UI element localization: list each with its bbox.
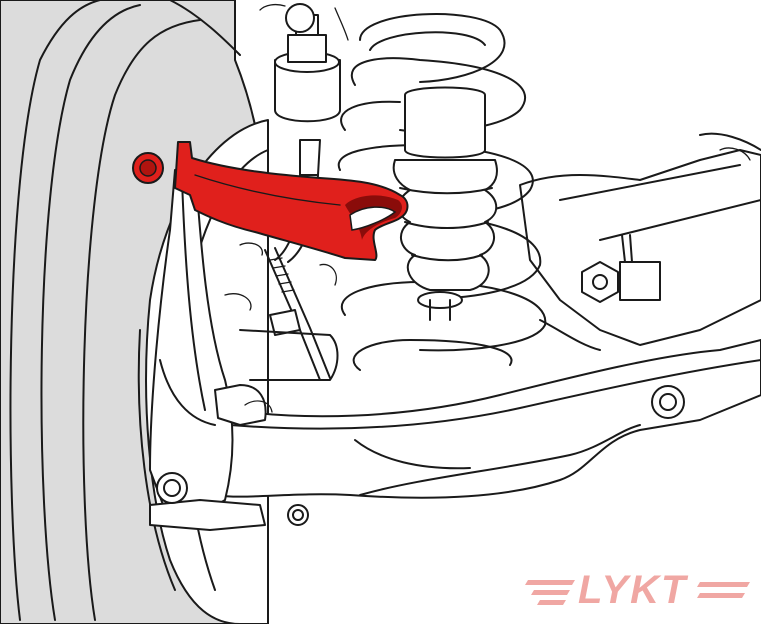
lower-control-arm [214, 339, 761, 499]
lower-arm-edge [354, 439, 471, 470]
tire-tread-line [9, 0, 101, 621]
upper-control-arm [174, 141, 409, 261]
detail-line [239, 242, 263, 256]
detail-line [244, 400, 273, 413]
bolt-washer [619, 261, 661, 301]
detail-line [239, 329, 339, 381]
bolt-knuckle-lower [156, 472, 188, 504]
knuckle-edge [181, 179, 206, 411]
bolt-subframe [581, 234, 661, 303]
logo-text: LYKT [578, 568, 689, 612]
top-mount-line [334, 7, 349, 41]
top-mount-body [274, 59, 341, 123]
knuckle-lower-foot [149, 499, 266, 531]
subframe-edge [699, 132, 761, 151]
tire-tread-line [82, 19, 201, 621]
subframe-edge [719, 147, 751, 161]
upper-arm-eye [349, 206, 397, 231]
shock-upper-body [404, 86, 486, 159]
knuckle-edge [159, 359, 216, 426]
bolt-center [292, 509, 304, 521]
shock-absorber [392, 86, 498, 321]
bolt-center [139, 159, 157, 177]
subframe-outline [519, 149, 761, 346]
inner-link [299, 139, 321, 176]
shock-bump-ring [399, 187, 493, 195]
knuckle-body [149, 164, 234, 516]
lykt-logo: LYKT [525, 568, 750, 612]
upper-arm-body [174, 141, 409, 261]
shock-lower-mount [417, 291, 463, 309]
rim-lip [137, 329, 176, 591]
top-mount-ball [285, 3, 315, 33]
tire-tread-line [169, 0, 241, 56]
subframe-edge [559, 164, 741, 201]
bolt-center [659, 393, 677, 411]
spring-coil [369, 31, 486, 51]
end-link-nut [269, 309, 301, 336]
lower-arm-body [214, 339, 761, 499]
shock-rod [429, 299, 451, 321]
lower-arm-edge [359, 424, 641, 496]
spring-coil [352, 339, 513, 371]
bolt-knuckle-foot [287, 504, 309, 526]
detail-line [539, 319, 601, 351]
steering-knuckle [149, 164, 267, 531]
logo-speed-lines [525, 580, 750, 605]
top-mount-stud [287, 34, 327, 63]
upper-arm-edge [194, 174, 341, 206]
knuckle-flange [214, 384, 267, 426]
spring-coil [341, 281, 547, 352]
top-mount [259, 3, 349, 123]
bolt-lower-arm-inner [651, 385, 685, 419]
bolt-upper-arm-outer [132, 152, 164, 184]
shock-bump-ring [411, 254, 483, 262]
shock-bump-ring [404, 221, 489, 229]
top-mount-line [259, 3, 286, 11]
spring-coil [340, 100, 401, 131]
tire-tread-line [40, 4, 141, 621]
bolt-center [163, 479, 181, 497]
detail-line [224, 293, 252, 311]
bolt-center [592, 274, 608, 290]
detail-lines [224, 242, 601, 413]
detail-line [319, 263, 337, 286]
subframe-edge [599, 199, 761, 241]
lower-arm-edge [229, 359, 761, 430]
spring-coil [359, 12, 506, 83]
chassis-subframe [519, 132, 761, 346]
bolt-shaft [621, 234, 633, 263]
